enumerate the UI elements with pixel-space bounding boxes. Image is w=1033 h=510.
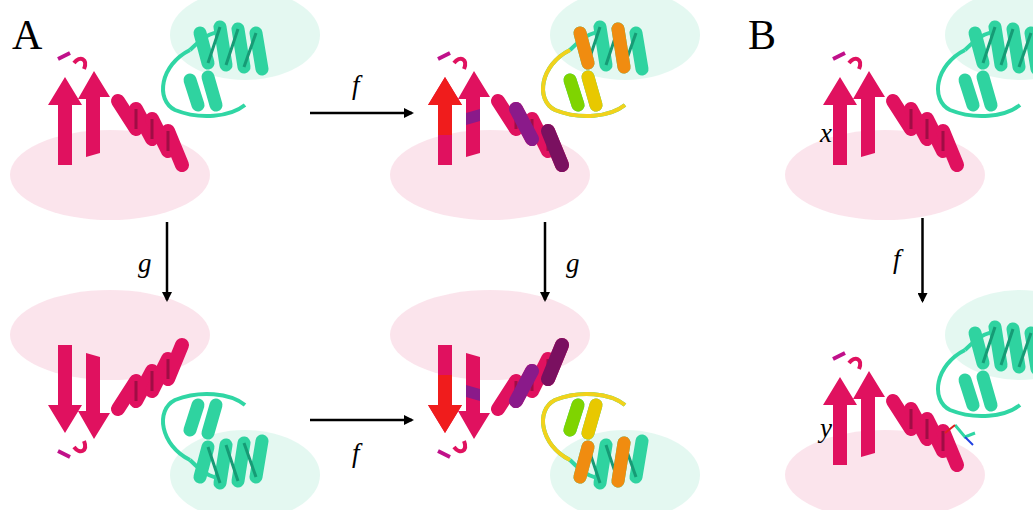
structure-panel: y xyxy=(815,305,1030,505)
map-label: f xyxy=(893,246,901,273)
structure-label: x xyxy=(820,120,832,147)
map-label: f xyxy=(352,440,360,467)
map-label: g xyxy=(566,250,580,277)
panel-letter: A xyxy=(12,14,42,56)
map-label: g xyxy=(138,250,152,277)
structure-label: y xyxy=(820,415,832,442)
map-arrow xyxy=(921,218,924,301)
panel-letter: B xyxy=(748,14,776,56)
structure-panel: x xyxy=(815,5,1030,210)
map-label: f xyxy=(352,72,360,99)
